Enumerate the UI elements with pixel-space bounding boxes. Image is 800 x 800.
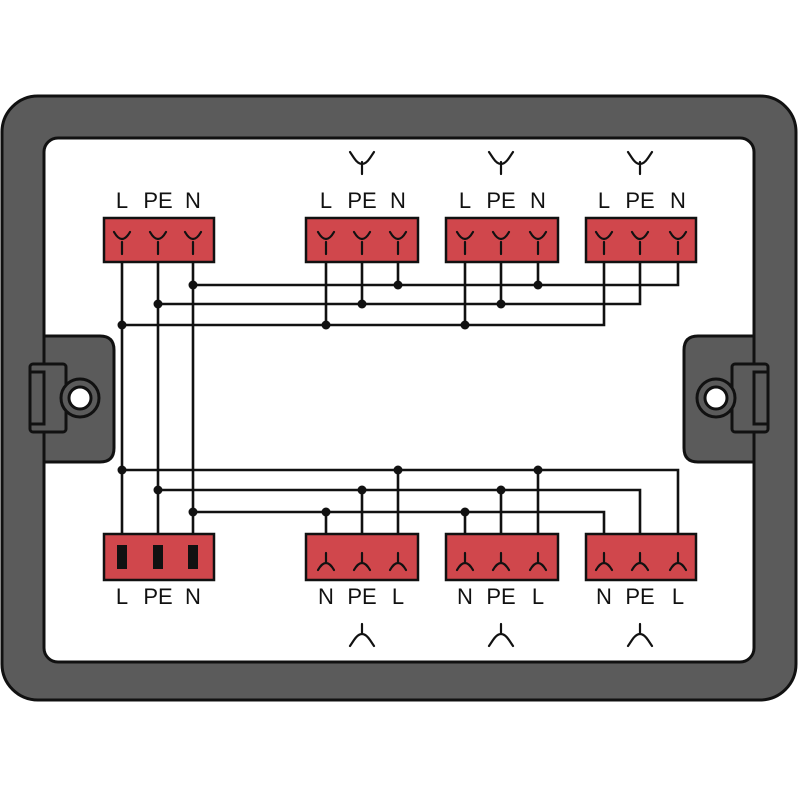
connector-output-bottom-3: N PE L [584,532,698,648]
label-N: N [530,188,546,213]
label-N: N [390,188,406,213]
label-PE: PE [143,584,172,609]
junction-dots [117,280,543,517]
socket-icon [348,622,376,648]
left-mounting-tab [28,334,116,464]
label-L: L [116,188,128,213]
connector-output-bottom-1: N PE L [304,532,420,648]
label-N: N [457,584,473,609]
connector-output-bottom-2: N PE L [444,532,560,648]
connector-output-top-1: L PE N [304,150,420,264]
label-PE: PE [625,584,654,609]
bus-pe-bottom [158,488,642,553]
label-PE: PE [486,584,515,609]
label-N: N [185,188,201,213]
socket-icon [348,150,376,176]
socket-icon [487,150,515,176]
label-L: L [532,584,544,609]
socket-icon [487,622,515,648]
label-N: N [185,584,201,609]
label-L: L [459,188,471,213]
bus-l-top [120,240,606,327]
bus-l-bottom [122,468,680,553]
label-PE: PE [347,188,376,213]
label-PE: PE [625,188,654,213]
connector-output-top-2: L PE N [444,150,560,264]
connector-input-top: L PE N [102,188,216,264]
label-L: L [672,584,684,609]
label-PE: PE [143,188,172,213]
label-N: N [318,584,334,609]
connector-output-top-3: L PE N [584,150,698,264]
bus-pe-top [156,240,642,306]
socket-icon [626,622,654,648]
label-PE: PE [347,584,376,609]
label-L: L [320,188,332,213]
label-L: L [598,188,610,213]
label-L: L [392,584,404,609]
label-L: L [116,584,128,609]
socket-icon [626,150,654,176]
label-N: N [670,188,686,213]
right-mounting-tab [682,334,770,464]
label-PE: PE [486,188,515,213]
connector-input-bottom: L PE N [102,532,216,609]
label-N: N [596,584,612,609]
